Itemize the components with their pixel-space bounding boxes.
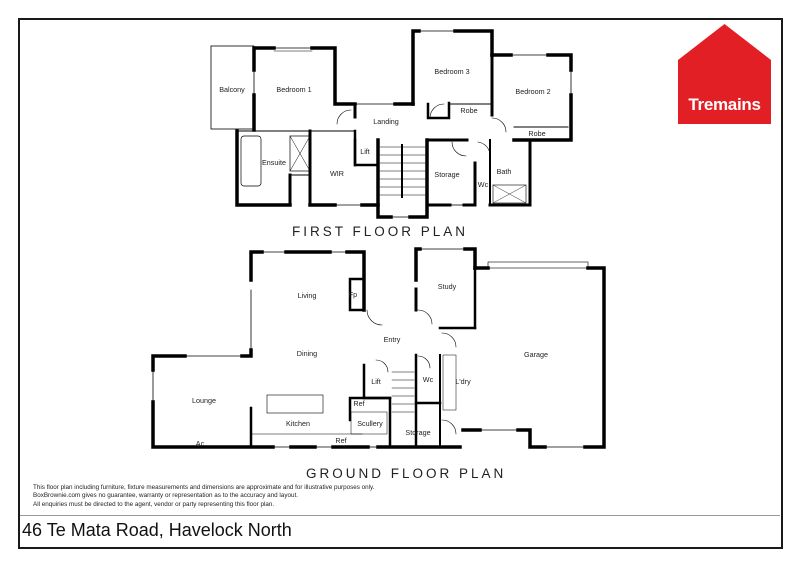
room-label-ensuite: Ensuite bbox=[262, 158, 286, 167]
disclaimer-line-3: All enquiries must be directed to the ag… bbox=[33, 500, 275, 508]
room-label-balcony: Balcony bbox=[219, 85, 245, 94]
room-label-lift-first: Lift bbox=[360, 147, 370, 156]
room-label-laundry: L'dry bbox=[455, 377, 471, 386]
room-label-wir: WIR bbox=[330, 169, 344, 178]
room-label-wc-first: Wc bbox=[478, 180, 489, 189]
room-label-ref-kitchen: Ref bbox=[335, 436, 346, 445]
first-floor-title: FIRST FLOOR PLAN bbox=[292, 224, 469, 239]
disclaimer: This floor plan including furniture, fix… bbox=[33, 484, 375, 509]
property-address: 46 Te Mata Road, Havelock North bbox=[22, 520, 292, 540]
room-label-storage-first: Storage bbox=[434, 170, 459, 179]
brand-logo: Tremains bbox=[678, 24, 771, 124]
room-label-bedroom1: Bedroom 1 bbox=[276, 85, 311, 94]
room-label-dining: Dining bbox=[297, 349, 317, 358]
house-logo-icon bbox=[678, 24, 771, 124]
brand-name: Tremains bbox=[688, 95, 761, 114]
room-label-landing: Landing bbox=[373, 117, 399, 126]
room-label-robe-bedroom2: Robe bbox=[528, 129, 545, 138]
balcony-outline bbox=[210, 45, 255, 130]
page-frame bbox=[18, 18, 783, 549]
room-label-bedroom3: Bedroom 3 bbox=[434, 67, 469, 76]
disclaimer-line-2: BoxBrownie.com gives no guarantee, warra… bbox=[33, 492, 298, 500]
room-label-entry: Entry bbox=[384, 335, 401, 344]
room-label-lift-ground: Lift bbox=[371, 377, 381, 386]
room-label-kitchen: Kitchen bbox=[286, 419, 310, 428]
ground-floor-title: GROUND FLOOR PLAN bbox=[306, 466, 507, 481]
room-label-fp: Fp bbox=[349, 290, 357, 299]
room-label-ac: Ac bbox=[196, 439, 205, 448]
room-label-robe-bedroom3: Robe bbox=[460, 106, 477, 115]
room-label-bath: Bath bbox=[497, 167, 512, 176]
footer-divider bbox=[20, 515, 780, 516]
room-label-scullery: Scullery bbox=[357, 419, 383, 428]
room-label-lounge: Lounge bbox=[192, 396, 216, 405]
room-label-garage: Garage bbox=[524, 350, 548, 359]
room-label-study: Study bbox=[438, 282, 457, 291]
room-label-bedroom2: Bedroom 2 bbox=[515, 87, 550, 96]
disclaimer-line-1: This floor plan including furniture, fix… bbox=[33, 484, 375, 491]
room-label-wc-ground: Wc bbox=[423, 375, 434, 384]
room-label-living: Living bbox=[298, 291, 317, 300]
room-label-storage-ground: Storage bbox=[405, 428, 430, 437]
room-label-ref-scullery: Ref bbox=[353, 399, 364, 408]
